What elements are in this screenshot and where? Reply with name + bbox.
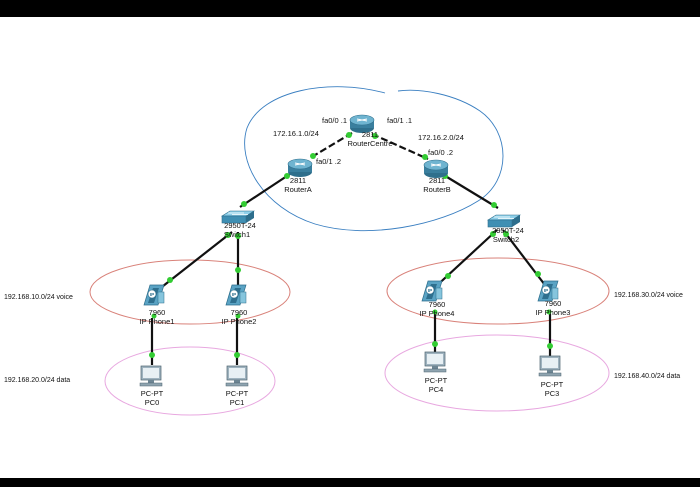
pc1-name: PC1 (229, 398, 245, 407)
link-switch2-phone3 (502, 229, 549, 290)
pc3-icon[interactable] (538, 355, 562, 377)
interface-label-router-b: fa0/0 .2 (428, 148, 454, 157)
link-routera-switch1 (239, 173, 291, 208)
ip-phone1-model: 7960 (148, 308, 166, 317)
pc1-icon[interactable] (225, 365, 249, 387)
ip-phone4-name: IP Phone4 (419, 309, 455, 318)
router-zone-sketch-outline (244, 86, 504, 232)
router-centre-model: 2811 (361, 130, 379, 139)
router-a-name: RouterA (284, 185, 312, 194)
pc0-icon[interactable] (139, 365, 163, 387)
ip-phone3-name: IP Phone3 (535, 308, 571, 317)
ip-phone2-icon[interactable] (225, 284, 247, 306)
switch2-name: Switch2 (492, 235, 520, 244)
link-switch2-phone4 (431, 229, 498, 291)
serial-link-centre-a (309, 132, 353, 159)
router-centre-name: RouterCentre (347, 139, 393, 148)
ip-phone3-icon[interactable] (537, 280, 559, 302)
data-vlan-left-ellipse (104, 346, 276, 416)
pc3-model: PC-PT (540, 380, 564, 389)
pc0-name: PC0 (144, 398, 160, 407)
interface-label-centre-fa0-1: fa0/1 .1 (387, 116, 413, 125)
subnet-label-data-right: 192.168.40.0/24 data (614, 373, 681, 380)
subnet-label-data-left: 192.168.20.0/24 data (4, 377, 71, 384)
bottom-black-bar (0, 478, 700, 487)
ip-phone2-model: 7960 (230, 308, 248, 317)
pc1-model: PC-PT (225, 389, 249, 398)
ip-phone2-name: IP Phone2 (221, 317, 257, 326)
interface-label-router-a: fa0/1 .2 (316, 157, 342, 166)
pc4-name: PC4 (428, 385, 444, 394)
ip-phone3-model: 7960 (544, 299, 562, 308)
interface-label-centre-fa0-0: fa0/0 .1 (322, 116, 348, 125)
pc3-name: PC3 (544, 389, 560, 398)
top-black-bar (0, 0, 700, 17)
subnet-label-left-link: 172.16.1.0/24 (273, 129, 319, 138)
voice-vlan-right-ellipse (386, 257, 610, 325)
router-b-model: 2811 (428, 176, 446, 185)
router-a-icon[interactable] (287, 158, 313, 178)
switch1-name: Switch1 (223, 230, 251, 239)
pc0-model: PC-PT (140, 389, 164, 398)
link-routerb-switch2 (441, 173, 499, 209)
router-a-model: 2811 (289, 176, 307, 185)
subnet-label-right-link: 172.16.2.0/24 (418, 133, 464, 142)
subnet-label-voice-left: 192.168.10.0/24 voice (4, 294, 73, 301)
subnet-label-voice-right: 192.168.30.0/24 voice (614, 292, 683, 299)
voice-vlan-left-ellipse (89, 259, 291, 325)
pc4-icon[interactable] (423, 351, 447, 373)
serial-link-centre-b (371, 132, 429, 161)
pc4-model: PC-PT (424, 376, 448, 385)
ip-phone4-model: 7960 (428, 300, 446, 309)
router-b-name: RouterB (423, 185, 451, 194)
ip-phone1-name: IP Phone1 (139, 317, 175, 326)
ip-phone1-icon[interactable] (143, 284, 165, 306)
switch2-model: 2950T-24 (492, 226, 524, 235)
ip-phone4-icon[interactable] (421, 280, 443, 302)
switch1-model: 2950T-24 (224, 221, 256, 230)
data-vlan-right-ellipse (384, 334, 610, 412)
